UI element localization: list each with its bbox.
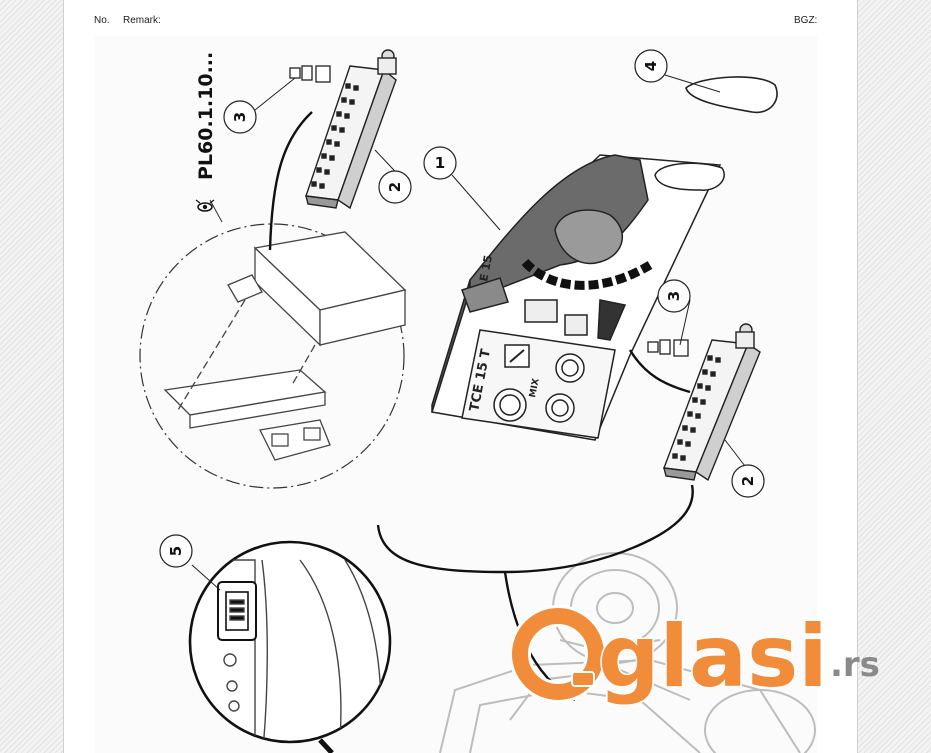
cable-right [628,349,691,394]
clip-right [647,339,689,357]
svg-text:4: 4 [642,61,660,71]
svg-text:1: 1 [435,154,445,172]
panel-top-label: E 15 [477,254,495,283]
eye-icon [195,199,215,212]
svg-text:2: 2 [739,476,757,486]
svg-text:5: 5 [167,546,185,556]
bgz-label: BGZ: [794,15,818,26]
lens-part [685,76,778,114]
usb-detail [188,540,392,753]
watermark-o-icon [512,605,607,703]
connector-top [305,49,397,210]
control-unit [431,154,725,441]
cable-loop-bottom [376,484,694,574]
svg-text:3: 3 [665,291,683,301]
callout-5: 5 [159,534,193,568]
svg-text:2: 2 [386,182,404,192]
callout-1: 1 [423,146,457,180]
callout-3-top: 3 [223,100,257,134]
watermark-suffix: .rs [830,645,880,685]
detail-circle [139,223,405,489]
panel-mix-label: MIX [528,378,541,399]
part-code-block: PL60.1.10... [195,52,217,212]
no-label: No. [94,15,110,26]
callout-3-right: 3 [657,279,691,313]
watermark-brand: glasi [598,607,828,706]
callout-4: 4 [634,49,668,83]
connector-right [663,323,761,482]
callout-2-top: 2 [378,170,412,204]
watermark-logo: glasi .rs [512,605,880,706]
callout-2-right: 2 [731,464,765,498]
control-box-detail [163,231,407,461]
part-code: PL60.1.10... [195,52,217,180]
svg-text:3: 3 [231,112,249,122]
detail-leader [209,199,223,223]
cable-top-left [268,111,313,251]
remark-label: Remark: [123,15,161,26]
